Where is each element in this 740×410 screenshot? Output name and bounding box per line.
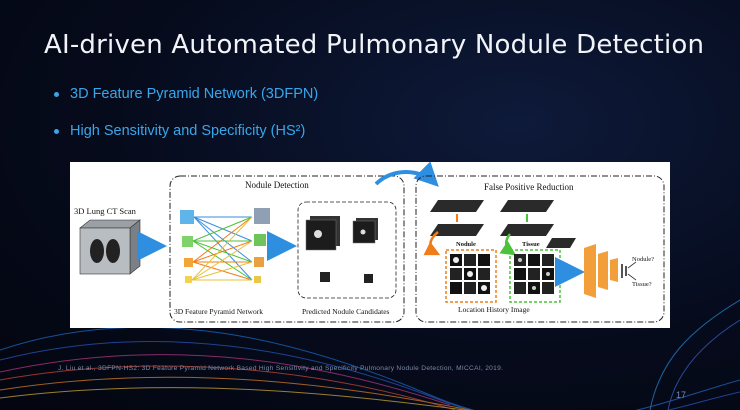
output-line-nodule	[627, 261, 637, 269]
fpn-left-cubes	[180, 210, 194, 283]
architecture-figure: 3D Lung CT Scan Nodule Detection	[70, 162, 670, 328]
output-tissue-label: Tissue?	[632, 281, 652, 288]
fpn-right-cubes	[254, 208, 270, 283]
fpr-box	[415, 175, 665, 323]
fpn-connections	[191, 216, 253, 281]
history-label: Location History Image	[458, 305, 530, 314]
bullet-item-hs2: High Sensitivity and Specificity (HS²)	[52, 123, 318, 141]
tissue-history-images	[514, 254, 554, 294]
tissue-label: Tissue	[522, 241, 540, 248]
fpn-label: 3D Feature Pyramid Network	[174, 307, 263, 316]
nodule-history-images	[450, 254, 490, 294]
bullet-item-3dfpn: 3D Feature Pyramid Network (3DFPN)	[52, 86, 318, 104]
slide-title: AI-driven Automated Pulmonary Nodule Det…	[44, 30, 705, 60]
arrow-to-fpr	[374, 162, 439, 187]
nodule-branch-arrow	[423, 231, 441, 256]
nodule-label: Nodule	[456, 241, 476, 248]
candidates-box	[297, 201, 397, 299]
page-number: 17	[676, 390, 687, 400]
citation: J. Liu et al., 3DFPN-HS2: 3D Feature Pyr…	[58, 365, 504, 372]
tissue-branch-arrow	[499, 233, 517, 256]
fpr-slice-planes	[430, 200, 576, 248]
bullet-list: 3D Feature Pyramid Network (3DFPN) High …	[52, 86, 318, 160]
candidates-label: Predicted Nodule Candidates	[302, 307, 390, 316]
nodule-detection-box	[169, 175, 405, 323]
output-line-tissue	[627, 273, 637, 281]
nodule-detection-title: Nodule Detection	[245, 180, 309, 190]
ct-scan-stack-icon	[79, 219, 141, 275]
output-nodule-label: Nodule?	[632, 256, 654, 263]
input-label: 3D Lung CT Scan	[74, 206, 137, 216]
nodule-history-box	[445, 249, 497, 303]
fpr-title: False Positive Reduction	[484, 182, 574, 192]
candidate-patches	[305, 216, 378, 283]
classifier-network-icon	[584, 244, 627, 298]
